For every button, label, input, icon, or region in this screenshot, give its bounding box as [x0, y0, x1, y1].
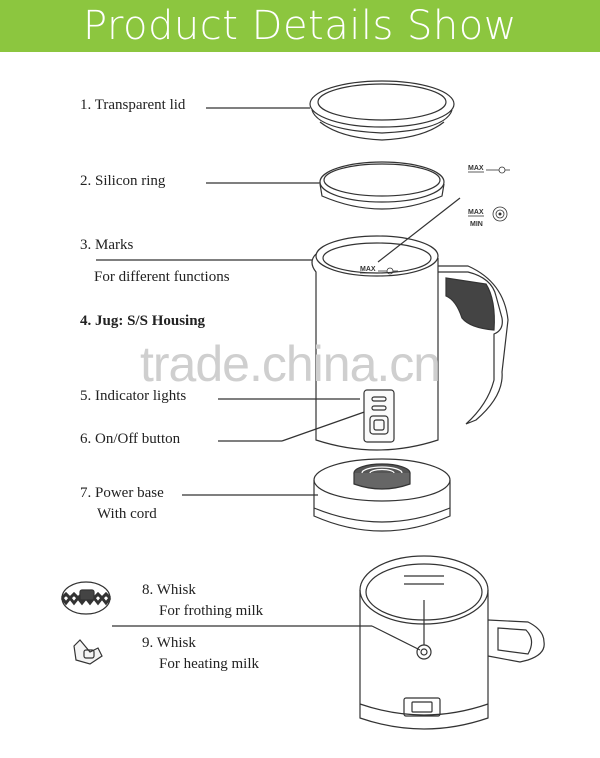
jug-max-mark-icon: MAX — [360, 266, 398, 275]
label-onoff-button: 6. On/Off button — [80, 431, 181, 447]
frothing-whisk-illustration — [60, 581, 112, 615]
max-mark-icon-top: MAX — [468, 165, 510, 174]
silicon-ring-illustration — [319, 161, 445, 210]
svg-text:MIN: MIN — [470, 221, 483, 228]
label-marks-sub: For different functions — [94, 269, 230, 285]
label-marks: 3. Marks — [80, 237, 134, 253]
svg-text:MAX: MAX — [360, 266, 376, 273]
heating-whisk-illustration — [73, 639, 103, 665]
jug-illustration — [311, 235, 509, 451]
label-whisk-heating-sub: For heating milk — [159, 656, 259, 672]
svg-text:MAX: MAX — [468, 165, 484, 172]
label-power-base: 7. Power base — [80, 485, 164, 501]
watermark: trade.china.cn — [140, 336, 441, 392]
max-min-mark-icon: MAX MIN — [468, 206, 508, 228]
leader-line-marks-diag — [377, 197, 461, 263]
page-title: Product Details Show — [83, 3, 517, 49]
label-whisk-frothing-sub: For frothing milk — [159, 603, 264, 619]
lid-illustration — [309, 80, 455, 141]
power-base-illustration — [313, 458, 451, 532]
label-transparent-lid: 1. Transparent lid — [80, 97, 186, 113]
label-silicon-ring: 2. Silicon ring — [80, 173, 166, 189]
label-whisk-frothing: 8. Whisk — [142, 582, 196, 598]
label-jug: 4. Jug: S/S Housing — [80, 313, 206, 329]
svg-text:MAX: MAX — [468, 209, 484, 216]
label-indicator-lights: 5. Indicator lights — [80, 388, 187, 404]
label-whisk-heating: 9. Whisk — [142, 635, 196, 651]
label-power-base-sub: With cord — [97, 506, 157, 522]
leader-line-whisk-b — [371, 625, 421, 651]
leader-line-onoff-b — [281, 409, 371, 442]
header-banner: Product Details Show — [0, 0, 600, 52]
open-jug-illustration — [359, 555, 545, 730]
